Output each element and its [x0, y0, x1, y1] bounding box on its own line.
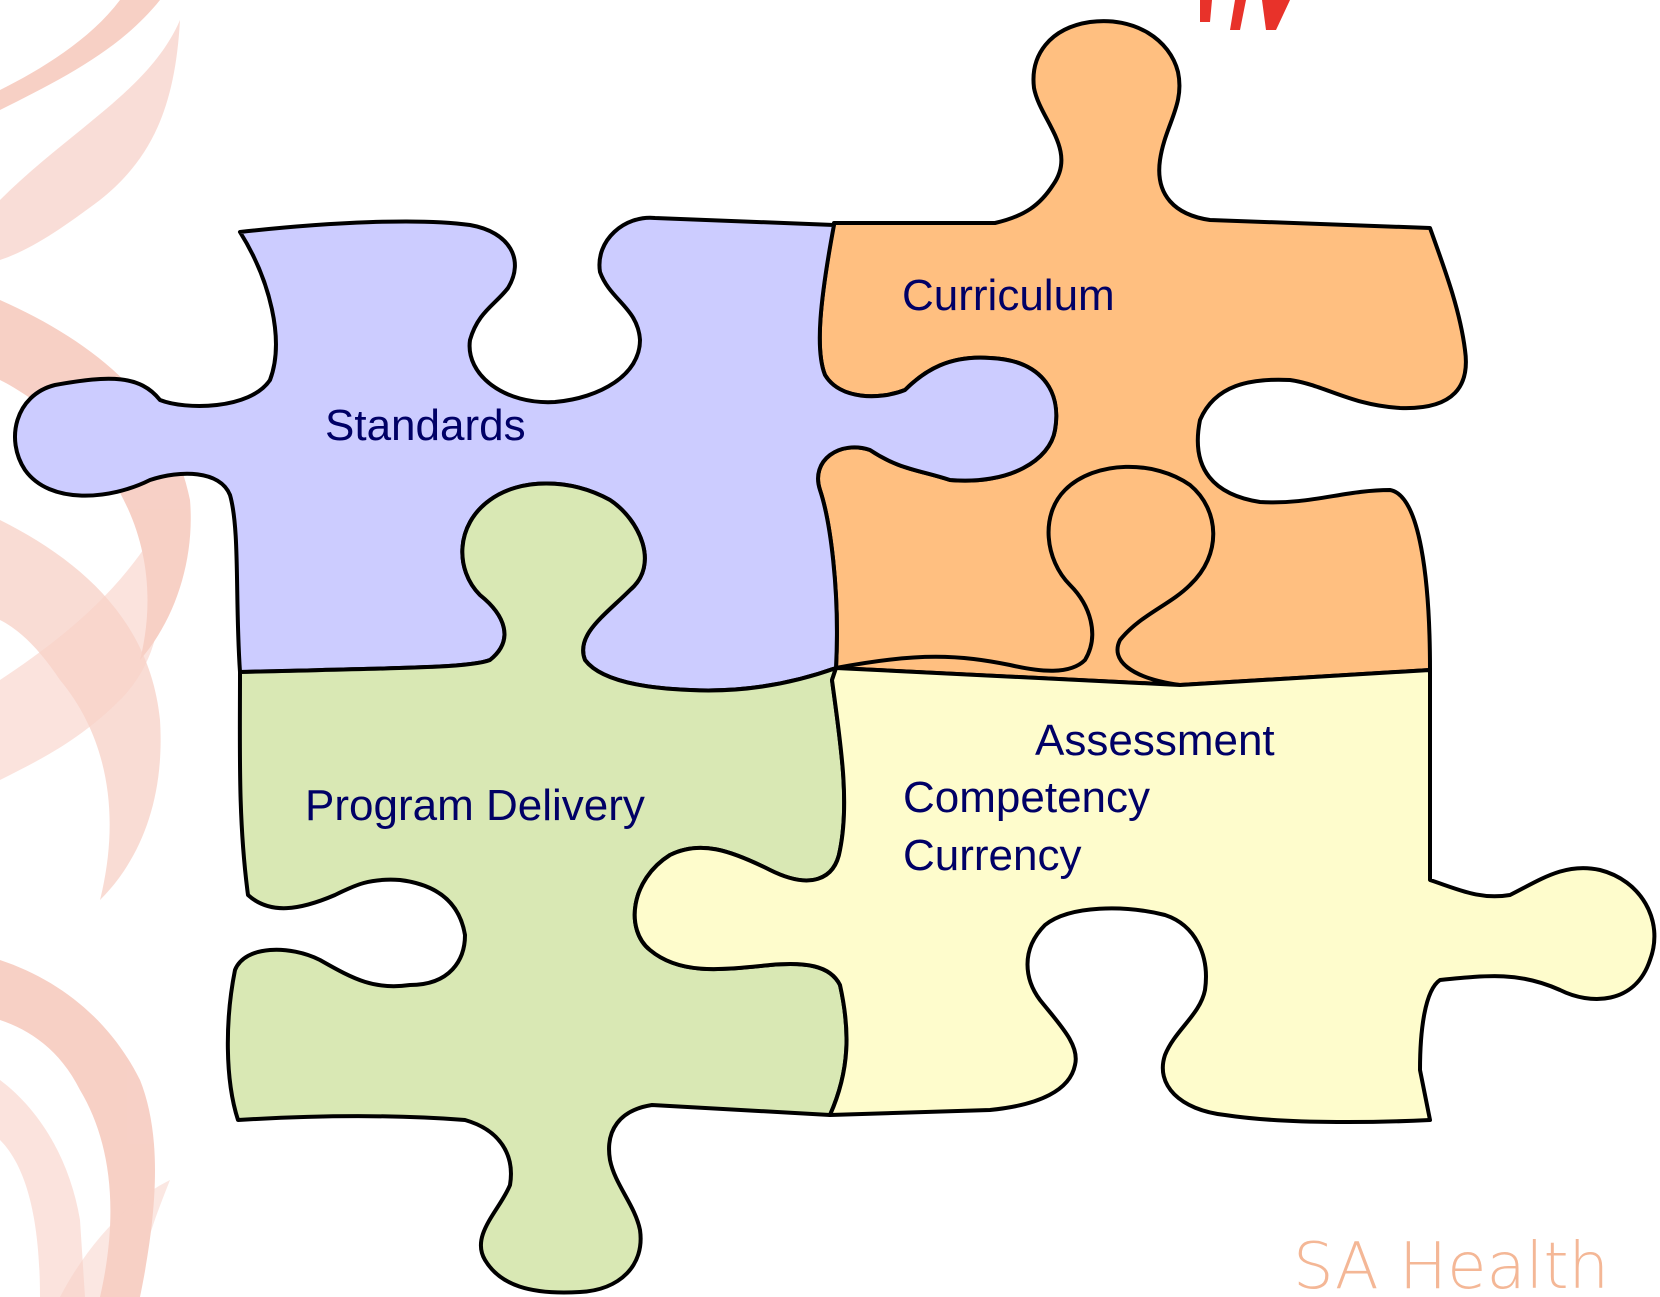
curriculum-piece: [816, 19, 1468, 687]
program-delivery-label: Program Delivery: [305, 781, 645, 830]
sa-health-logo: SA Health: [1293, 1230, 1609, 1297]
title-fragment: [1200, 0, 1290, 30]
currency-label: Currency: [903, 831, 1082, 880]
background-swirl-decoration: [0, 0, 191, 1297]
curriculum-label: Curriculum: [902, 271, 1115, 320]
competency-label: Competency: [903, 773, 1150, 822]
standards-label: Standards: [325, 401, 526, 450]
assessment-piece: [632, 464, 1657, 1125]
assessment-label: Assessment: [1035, 716, 1275, 765]
